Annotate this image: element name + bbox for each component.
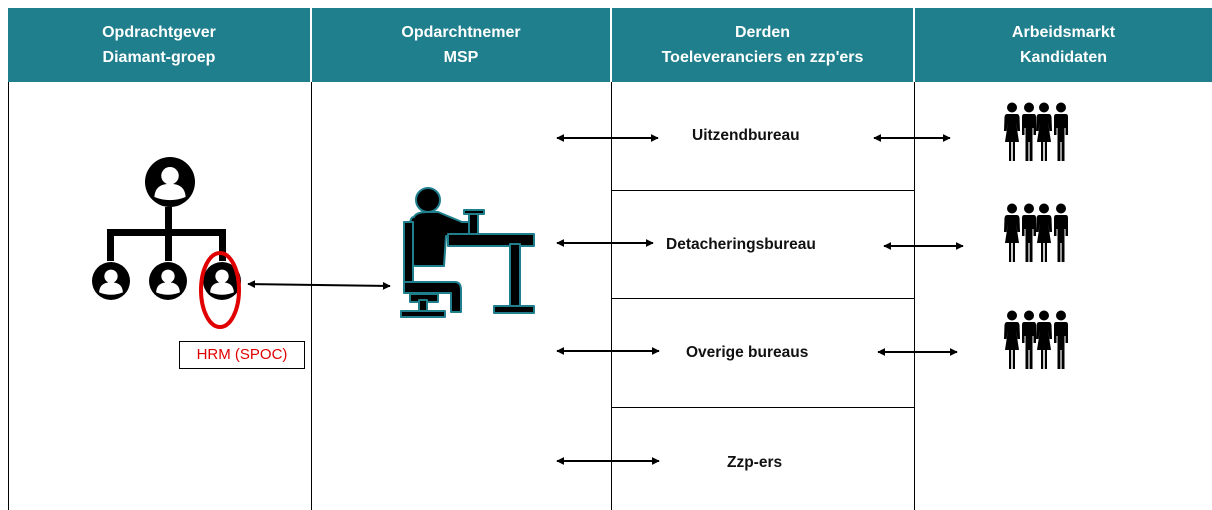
header-opdrachtgever-line2: Diamant-groep xyxy=(102,49,216,66)
worker-at-desk-icon xyxy=(400,187,535,318)
row-divider xyxy=(611,298,915,299)
people-group-icon xyxy=(1004,204,1068,263)
header-arbeidsmarkt: Arbeidsmarkt Kandidaten xyxy=(915,8,1212,82)
people-group-icon xyxy=(1004,311,1068,370)
header-opdrachtgever: Opdrachtgever Diamant-groep xyxy=(8,8,310,82)
row-divider xyxy=(611,407,915,408)
header-derden-line2: Toeleveranciers en zzp'ers xyxy=(661,49,864,66)
highlight-ring xyxy=(199,251,241,329)
header-arbeidsmarkt-line2: Kandidaten xyxy=(1019,49,1108,66)
column-divider xyxy=(611,82,612,510)
derden-item-overige-bureaus: Overige bureaus xyxy=(686,344,809,361)
header-derden-line1: Derden xyxy=(734,24,791,41)
header-opdrachtnemer: Opdarchtnemer MSP xyxy=(312,8,610,82)
spoc-label: HRM (SPOC) xyxy=(179,341,305,369)
column-divider xyxy=(914,82,915,510)
header-arbeidsmarkt-line1: Arbeidsmarkt xyxy=(1011,24,1116,41)
header-opdrachtgever-line1: Opdrachtgever xyxy=(102,24,216,41)
org-chart-icon xyxy=(92,157,241,329)
person-circle-icon xyxy=(149,262,187,300)
double-arrow-icon xyxy=(247,280,391,290)
people-group-icon xyxy=(1004,103,1068,162)
column-divider xyxy=(311,82,312,510)
derden-item-uitzendbureau: Uitzendbureau xyxy=(692,127,800,144)
column-divider xyxy=(8,82,9,510)
header-opdrachtnemer-line2: MSP xyxy=(443,49,479,66)
person-circle-icon xyxy=(145,157,195,207)
header-derden: Derden Toeleveranciers en zzp'ers xyxy=(612,8,913,82)
derden-item-zzp-ers: Zzp-ers xyxy=(727,454,783,471)
person-circle-icon xyxy=(92,262,130,300)
derden-item-detacheringsbureau: Detacheringsbureau xyxy=(666,236,816,253)
header-opdrachtnemer-line1: Opdarchtnemer xyxy=(401,24,521,41)
row-divider xyxy=(611,190,915,191)
